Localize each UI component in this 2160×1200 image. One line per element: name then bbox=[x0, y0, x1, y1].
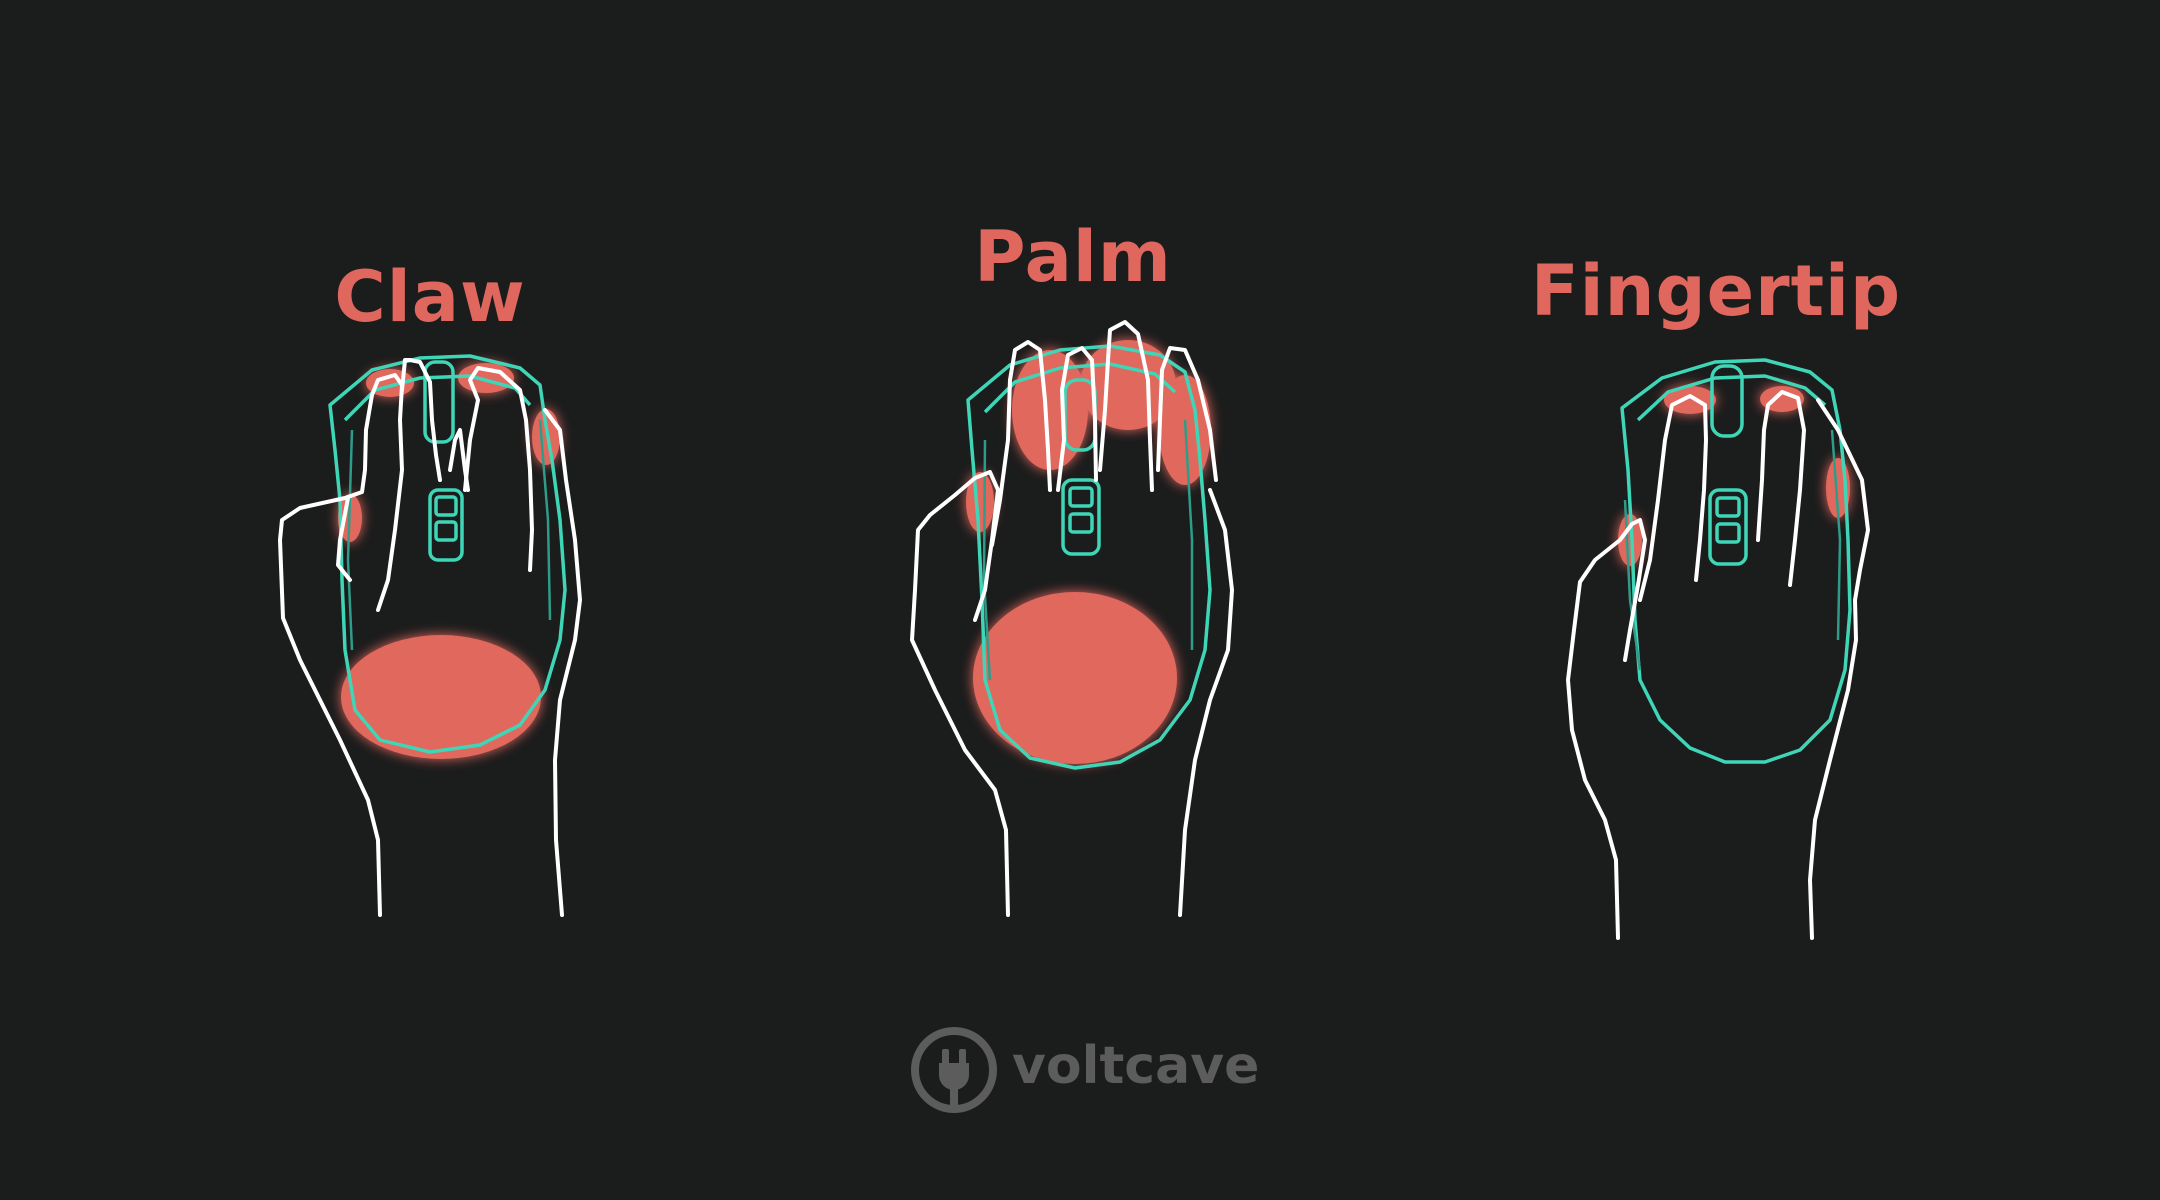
palm-mouse-side bbox=[982, 419, 1194, 681]
fingertip-illustration bbox=[1566, 358, 1870, 940]
brand-name: voltcave bbox=[1012, 1036, 1260, 1096]
fingertip-mouse-outline bbox=[1620, 358, 1852, 764]
claw-illustration bbox=[278, 354, 582, 917]
fingertip-hand-outline bbox=[1566, 390, 1870, 940]
plug-icon bbox=[911, 1027, 997, 1113]
claw-hand-outline bbox=[278, 358, 582, 917]
fingertip-title: Fingertip bbox=[1530, 250, 1902, 332]
fingertip-mouse-side bbox=[1623, 429, 1842, 671]
palm-hand-outline bbox=[910, 320, 1234, 917]
palm-title: Palm bbox=[974, 216, 1172, 298]
claw-mouse-outline bbox=[328, 354, 567, 754]
claw-title: Claw bbox=[334, 256, 526, 338]
palm-illustration bbox=[910, 320, 1234, 917]
palm-contact-areas bbox=[966, 340, 1211, 764]
claw-mouse-side bbox=[346, 419, 552, 651]
